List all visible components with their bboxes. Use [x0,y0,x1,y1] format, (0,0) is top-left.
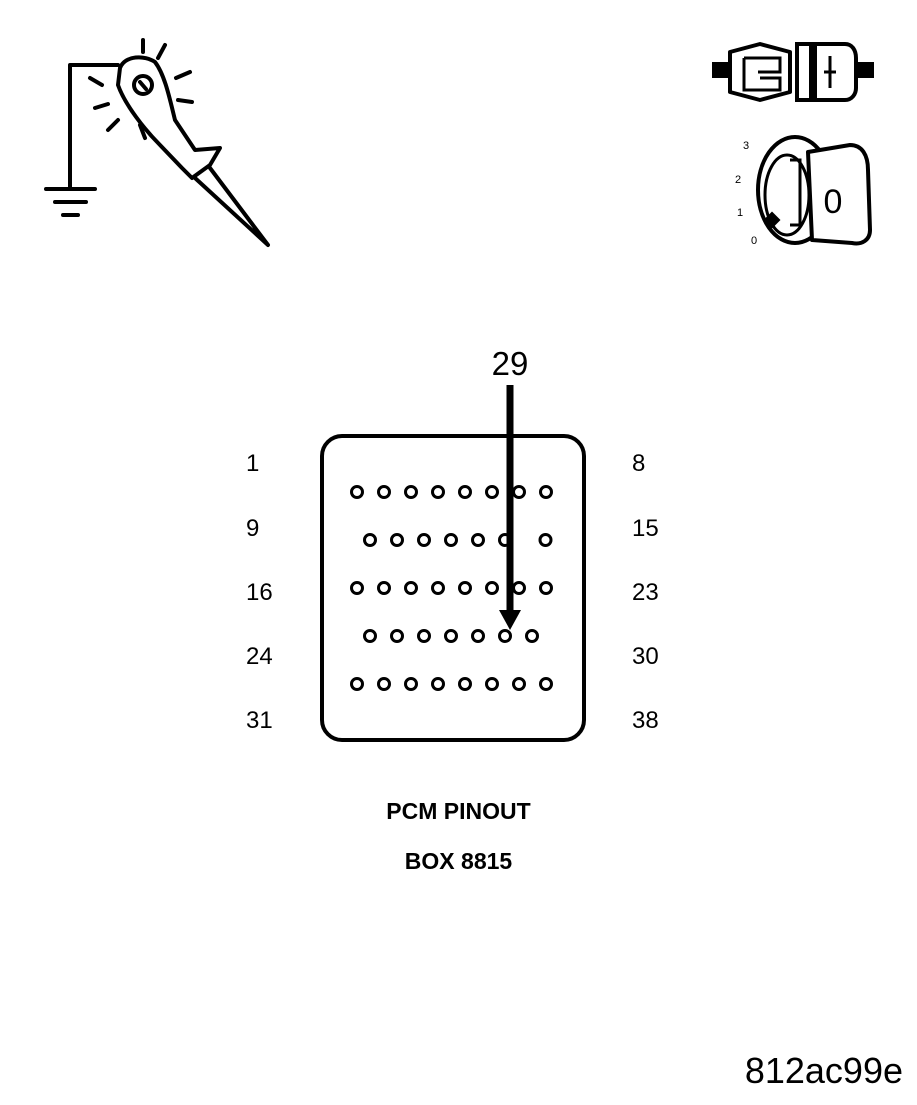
connector-pin [390,629,404,643]
connector-pin [350,677,364,691]
connector-pin [458,485,472,499]
row-label-left-2: 9 [246,515,260,542]
row-label-left-4: 24 [246,643,273,670]
connector-pin [377,485,391,499]
connector-pin [444,629,458,643]
callout-pin-number: 29 [491,345,529,382]
connector-pin [377,581,391,595]
row-label-left-3: 16 [246,579,273,606]
caption-title: PCM PINOUT [386,798,531,824]
connector-pin [458,581,472,595]
ignition-key-icon: 0 3 2 1 0 [735,135,872,247]
connector-pin [485,485,499,499]
caption-subtitle: BOX 8815 [404,848,513,874]
connector-pin [431,581,445,595]
connector-pin [538,533,553,547]
connector-pin [431,485,445,499]
connector-pin [363,533,377,547]
connector-pin [471,533,485,547]
connector-pin [539,581,553,595]
connector-pin [512,581,526,595]
ignition-position-3: 3 [743,140,749,152]
figure-code: 812ac99e [744,1050,903,1091]
connector-disconnect-icon [712,42,874,102]
connector-pin [471,629,485,643]
connector-pin [498,629,512,643]
row-label-left-1: 1 [246,450,260,477]
connector-pin [390,533,404,547]
row-label-right-2: 15 [632,515,659,542]
row-label-right-5: 38 [632,707,659,734]
connector-pin [431,677,445,691]
test-light-probe-icon [44,38,270,247]
connector-pin [512,677,526,691]
row-label-right-1: 8 [632,450,646,477]
connector-pin [485,581,499,595]
connector-pin [350,581,364,595]
connector-pin [377,677,391,691]
connector-pin [525,629,539,643]
connector-pin [404,485,418,499]
connector-pin [417,629,431,643]
row-label-right-4: 30 [632,643,659,670]
connector-face [320,434,586,742]
ignition-position-0: 0 [751,235,757,247]
ignition-position-1: 1 [737,207,743,219]
connector-pin [512,485,526,499]
callout-arrow [499,385,521,630]
row-label-right-3: 23 [632,579,659,606]
connector-pin [485,677,499,691]
ignition-key-label: 0 [824,183,843,221]
connector-pin [417,533,431,547]
connector-pin [539,485,553,499]
connector-pin [444,533,458,547]
connector-pin [458,677,472,691]
row-label-left-5: 31 [246,707,273,734]
connector-pin [350,485,364,499]
connector-pin [539,677,553,691]
ignition-position-2: 2 [735,174,741,186]
connector-pin [404,581,418,595]
connector-pin [363,629,377,643]
connector-pin [404,677,418,691]
